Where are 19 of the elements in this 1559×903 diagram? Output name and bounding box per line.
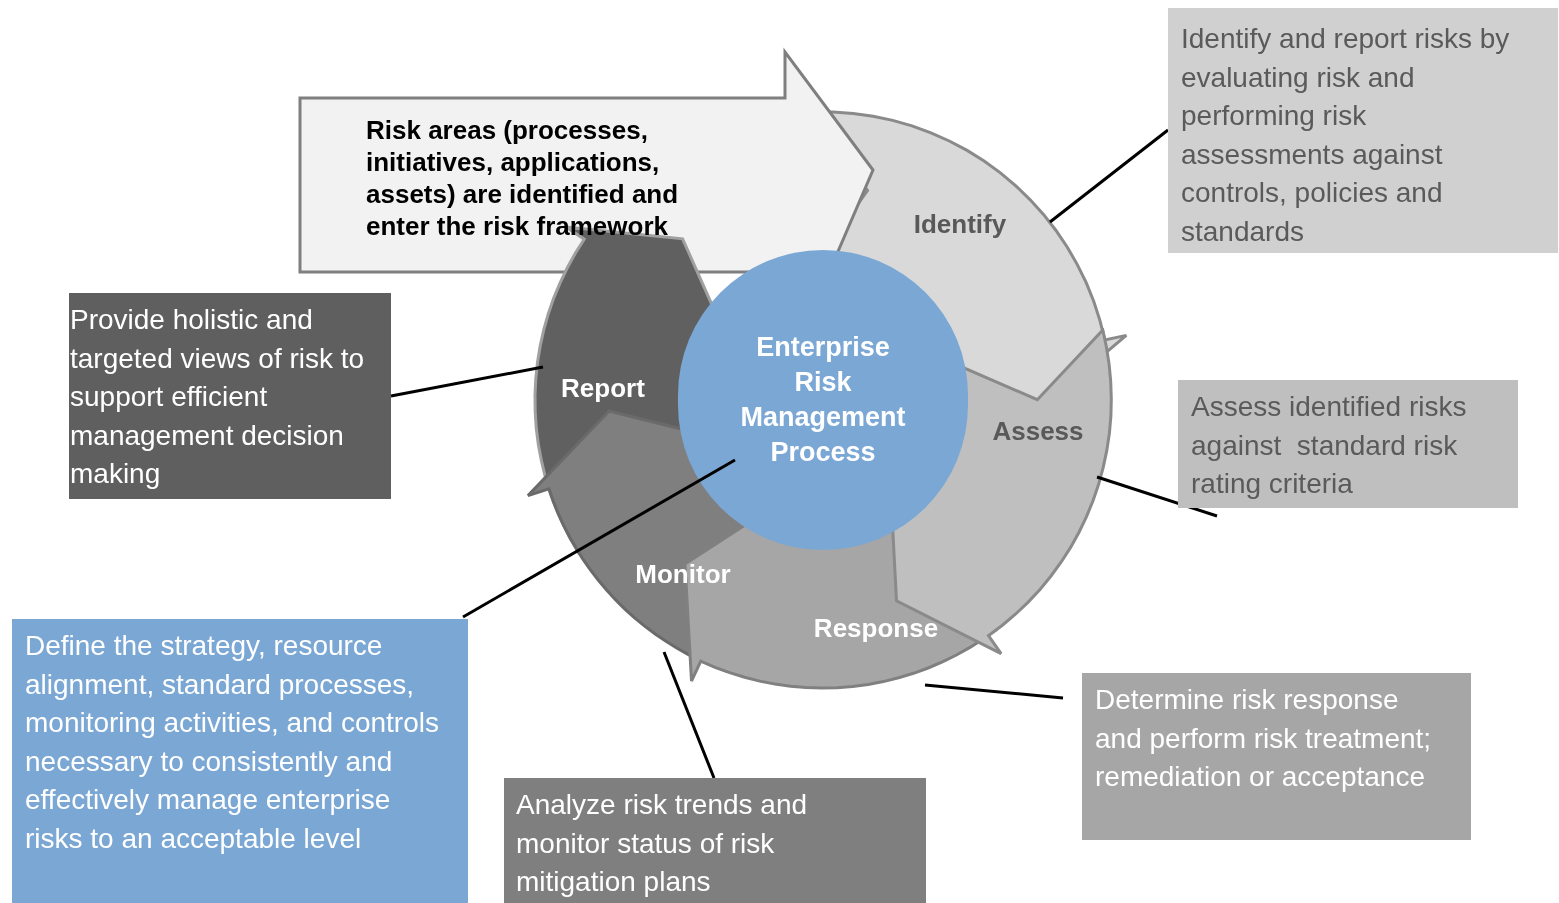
arrow-text: Risk areas (processes, initiatives, applications, assets) are identified and enter the risk framework <box>366 114 680 242</box>
segment-label: Monitor <box>635 557 731 591</box>
description-box: Assess identified risks against standard risk rating criteria <box>1178 380 1518 508</box>
leader-line <box>662 651 716 779</box>
leader-line <box>390 365 544 398</box>
leader-line <box>1049 128 1169 224</box>
segment-label: Assess <box>992 414 1084 448</box>
segment-label: Report <box>561 371 645 405</box>
description-box: Determine risk response and perform risk treatment; remediation or acceptance <box>1082 673 1471 840</box>
description-box: Define the strategy, resource alignment, standard processes, monitoring activities, and controls necessary to consistently and effectively manage enterprise risks to an acceptable level <box>12 619 468 903</box>
description-box: Identify and report risks by evaluating risk and performing risk assessments against controls, policies and standards <box>1168 8 1558 253</box>
leader-line <box>1096 475 1218 518</box>
description-box: Provide holistic and targeted views of risk to support efficient management decision making <box>69 293 391 499</box>
description-box: Analyze risk trends and monitor status of risk mitigation plans <box>504 778 926 903</box>
leader-line <box>462 458 736 619</box>
center-label: Enterprise Risk Management Process <box>739 331 907 469</box>
leader-line <box>924 683 1064 700</box>
segment-label: Response <box>813 611 939 645</box>
segment-label: Identify <box>913 207 1007 241</box>
